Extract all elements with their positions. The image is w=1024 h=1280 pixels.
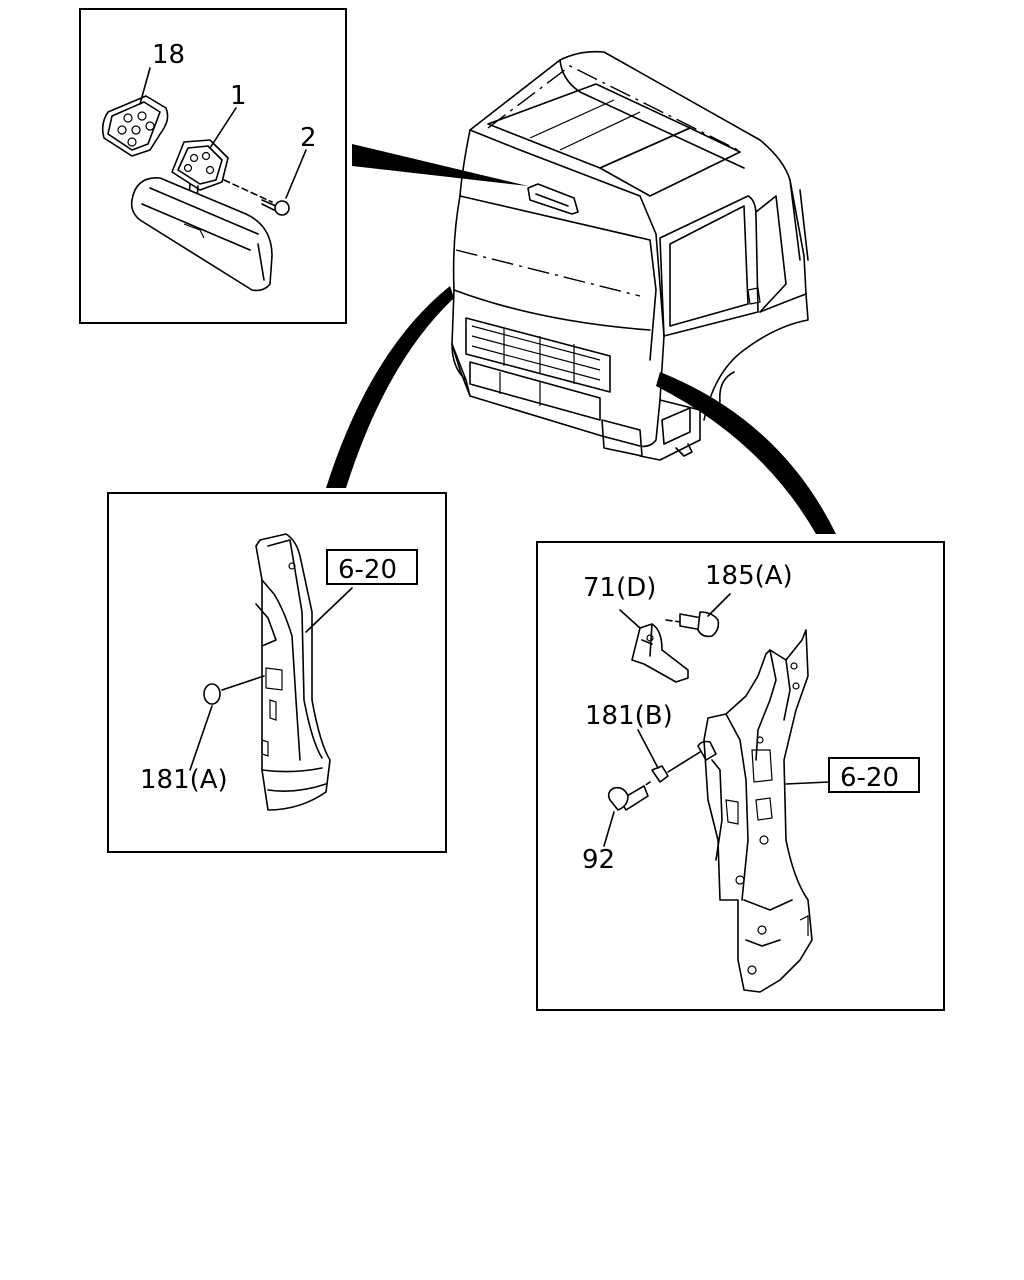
pointer-curve-left (326, 286, 454, 488)
label-ref-right: 6-20 (840, 763, 899, 793)
pillar-right (697, 629, 813, 993)
ref-box-left (326, 549, 418, 585)
label-181b: 181(B) (585, 701, 673, 731)
pointer-curve-right (656, 372, 836, 534)
truck-cab (451, 50, 809, 461)
part-185a-bolt (665, 593, 731, 638)
part-71d-bracket (619, 609, 689, 683)
label-ref-left: 6-20 (338, 555, 397, 585)
pillar-left (255, 533, 331, 811)
part-181b-plug (637, 729, 701, 783)
detail-box-left-pillar: 6-20 181(A) (107, 492, 447, 853)
label-71d: 71(D) (583, 573, 656, 603)
part-181a-plug (203, 683, 221, 705)
part-2-screw (223, 179, 290, 216)
detail-box-right-pillar: 71(D) 185(A) 181(B) 6-20 92 (536, 541, 945, 1011)
label-2: 2 (300, 123, 317, 153)
part-1-mirror (130, 139, 273, 292)
ref-box-right (828, 757, 920, 793)
label-18: 18 (152, 40, 185, 70)
part-92-bolt (603, 781, 651, 847)
label-92: 92 (582, 845, 615, 875)
detail-box-mirror: 18 1 2 (79, 8, 347, 324)
pointer-wedge-mirror (352, 144, 528, 186)
label-1: 1 (230, 81, 247, 111)
label-185a: 185(A) (705, 561, 793, 591)
part-18-pad (101, 95, 169, 157)
label-181a: 181(A) (140, 765, 228, 795)
